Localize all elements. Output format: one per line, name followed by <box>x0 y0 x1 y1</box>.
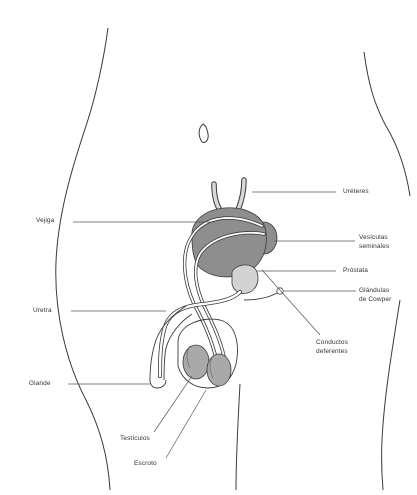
ureters <box>214 180 244 210</box>
label-ureteres: Uréteres <box>343 188 369 196</box>
label-glandulas-line2: de Cowper <box>359 296 391 304</box>
torso-left-contour <box>56 28 110 490</box>
label-conductos-line1: Conductos <box>316 339 348 347</box>
inner-thigh-contour <box>236 384 240 490</box>
label-glandulas-line1: Glándulas <box>359 287 389 295</box>
label-uretra: Uretra <box>33 307 52 315</box>
penis <box>150 306 192 388</box>
navel <box>199 124 208 143</box>
label-prostata: Próstata <box>343 267 368 275</box>
leader-conductos <box>262 270 320 335</box>
right-thigh-contour <box>382 300 400 490</box>
label-escroto: Escroto <box>134 460 157 468</box>
torso-right-contour <box>364 52 410 196</box>
label-vejiga: Vejiga <box>36 217 54 225</box>
leader-escroto <box>166 390 206 458</box>
label-conductos-line2: deferentes <box>316 348 348 356</box>
label-glande: Glande <box>29 380 51 388</box>
prostate <box>232 265 258 294</box>
label-vesiculas-line1: Vesículas <box>359 234 388 242</box>
label-testiculos: Testículos <box>120 435 150 443</box>
label-vesiculas-line2: seminales <box>359 243 389 251</box>
